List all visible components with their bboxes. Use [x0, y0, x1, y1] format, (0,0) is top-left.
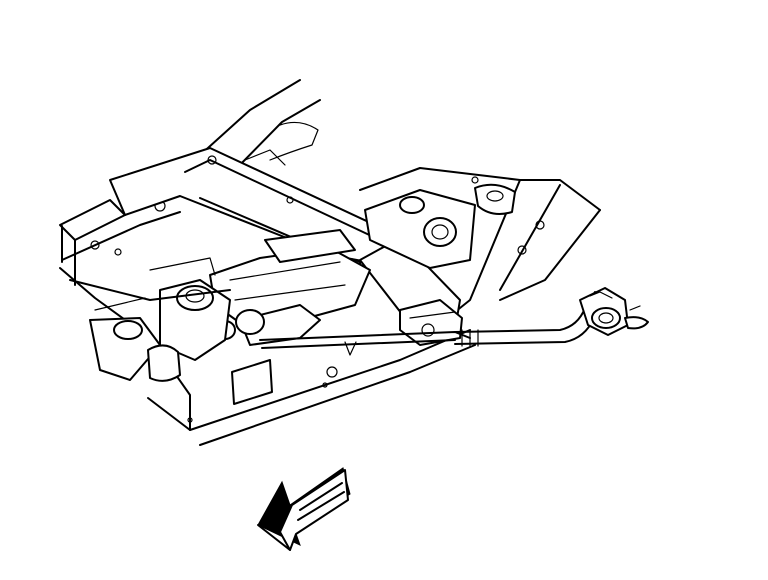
- direction-arrow-icon: [257, 467, 351, 551]
- differential-housing: [364, 183, 516, 269]
- transmission-assembly: [149, 229, 371, 346]
- rear-crossmember: [359, 237, 463, 346]
- cable-connector: [579, 287, 649, 336]
- frame-label-plate: [231, 359, 273, 405]
- cable-harness: [454, 291, 601, 347]
- left-frame-rail: [59, 199, 476, 446]
- left-suspension: [69, 279, 231, 382]
